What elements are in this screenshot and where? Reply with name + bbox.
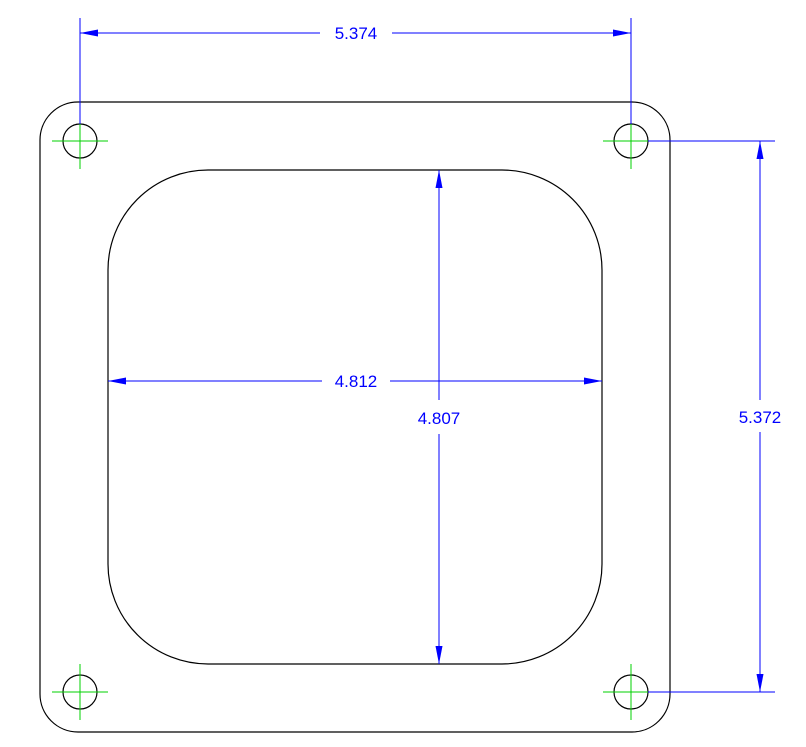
dimension-hole-spacing-vertical: 5.372 <box>648 140 782 693</box>
dimension-text-hole-spacing-horizontal: 5.374 <box>335 24 378 43</box>
gasket-inner-opening <box>107 169 603 665</box>
bolt-hole-bottom-left <box>52 664 108 720</box>
dimension-text-opening-width: 4.812 <box>335 372 378 391</box>
dimension-opening-height: 4.807 <box>418 170 461 664</box>
dimension-hole-spacing-horizontal: 5.374 <box>79 18 632 124</box>
dimension-opening-width: 4.812 <box>108 372 602 391</box>
dimension-text-hole-spacing-vertical: 5.372 <box>739 408 782 427</box>
gasket-outer-outline <box>39 101 671 733</box>
dimension-text-opening-height: 4.807 <box>418 409 461 428</box>
